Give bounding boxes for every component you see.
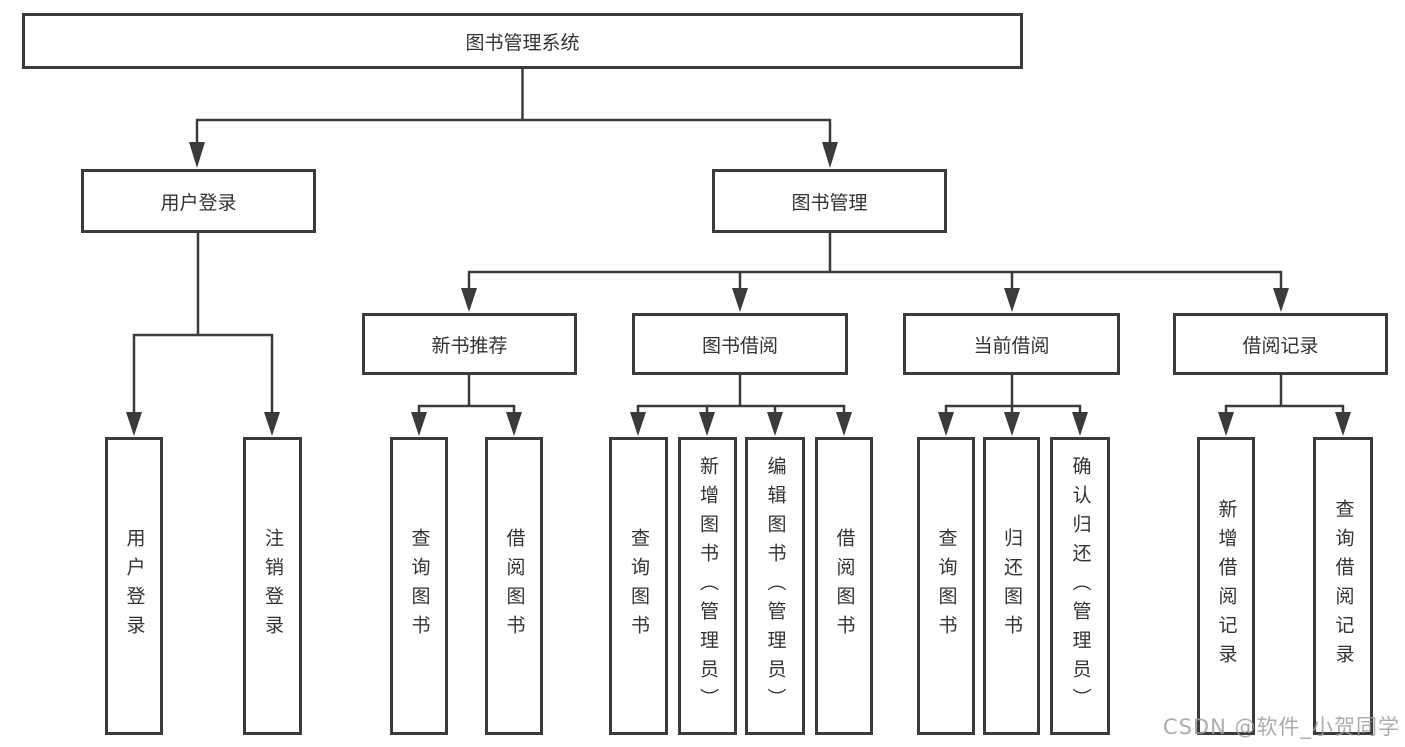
node-label: 查询图书 [628, 528, 650, 644]
leaf-add-books-admin: 新增图书（管理员） [678, 437, 737, 735]
node-label: 图书借阅 [701, 334, 778, 357]
leaf-logout: 注销登录 [243, 437, 302, 735]
node-label: 用户登录 [123, 528, 146, 644]
leaf-query-borrow-record: 查询借阅记录 [1313, 437, 1373, 735]
leaf-edit-books-admin: 编辑图书（管理员） [745, 437, 805, 735]
node-book-management-branch: 图书管理 [712, 169, 947, 233]
node-label: 用户登录 [160, 191, 237, 214]
connector-bookmgmt-to-sections [467, 233, 1283, 292]
node-label: 查询借阅记录 [1332, 499, 1355, 673]
node-label: 当前借阅 [973, 334, 1050, 357]
connector-newbook-to-children [417, 375, 516, 416]
node-current-borrow: 当前借阅 [903, 313, 1120, 375]
node-label: 查询图书 [935, 528, 958, 644]
connector-borrow-to-children [636, 375, 846, 416]
node-label: 新增借阅记录 [1215, 499, 1238, 673]
node-root-library-system: 图书管理系统 [22, 13, 1023, 69]
leaf-borrow-books: 借阅图书 [815, 437, 873, 735]
leaf-query-books-borrow: 查询图书 [609, 437, 668, 735]
leaf-query-books-current: 查询图书 [917, 437, 975, 735]
leaf-return-books: 归还图书 [983, 437, 1040, 735]
connector-userlogin-to-children [132, 233, 274, 416]
node-label: 注销登录 [262, 528, 284, 644]
node-user-login-branch: 用户登录 [81, 169, 316, 233]
csdn-watermark: CSDN @软件_小贺同学 [1162, 715, 1400, 739]
leaf-user-login: 用户登录 [105, 437, 163, 735]
node-label: 新增图书（管理员） [697, 455, 719, 717]
node-label: 归还图书 [1001, 528, 1023, 644]
connector-root-to-level2 [195, 69, 832, 146]
connector-current-to-children [944, 375, 1082, 416]
node-label: 编辑图书（管理员） [764, 455, 787, 717]
node-label: 借阅图书 [503, 528, 526, 644]
node-label: 借阅图书 [833, 528, 856, 644]
node-label: 借阅记录 [1242, 334, 1319, 357]
node-book-borrow: 图书借阅 [632, 313, 848, 375]
node-label: 新书推荐 [431, 334, 508, 357]
node-borrow-records: 借阅记录 [1173, 313, 1388, 375]
node-label: 查询图书 [408, 528, 431, 644]
leaf-confirm-return-admin: 确认归还（管理员） [1050, 437, 1110, 735]
leaf-query-books-recommend: 查询图书 [390, 437, 448, 735]
connector-records-to-children [1224, 375, 1345, 416]
node-new-book-recommend: 新书推荐 [362, 313, 577, 375]
leaf-add-borrow-record: 新增借阅记录 [1197, 437, 1255, 735]
node-label: 图书管理系统 [465, 31, 580, 54]
arrowheads [126, 142, 1351, 436]
node-label: 确认归还（管理员） [1069, 455, 1092, 717]
node-label: 图书管理 [791, 191, 868, 214]
leaf-borrow-books-recommend: 借阅图书 [485, 437, 543, 735]
